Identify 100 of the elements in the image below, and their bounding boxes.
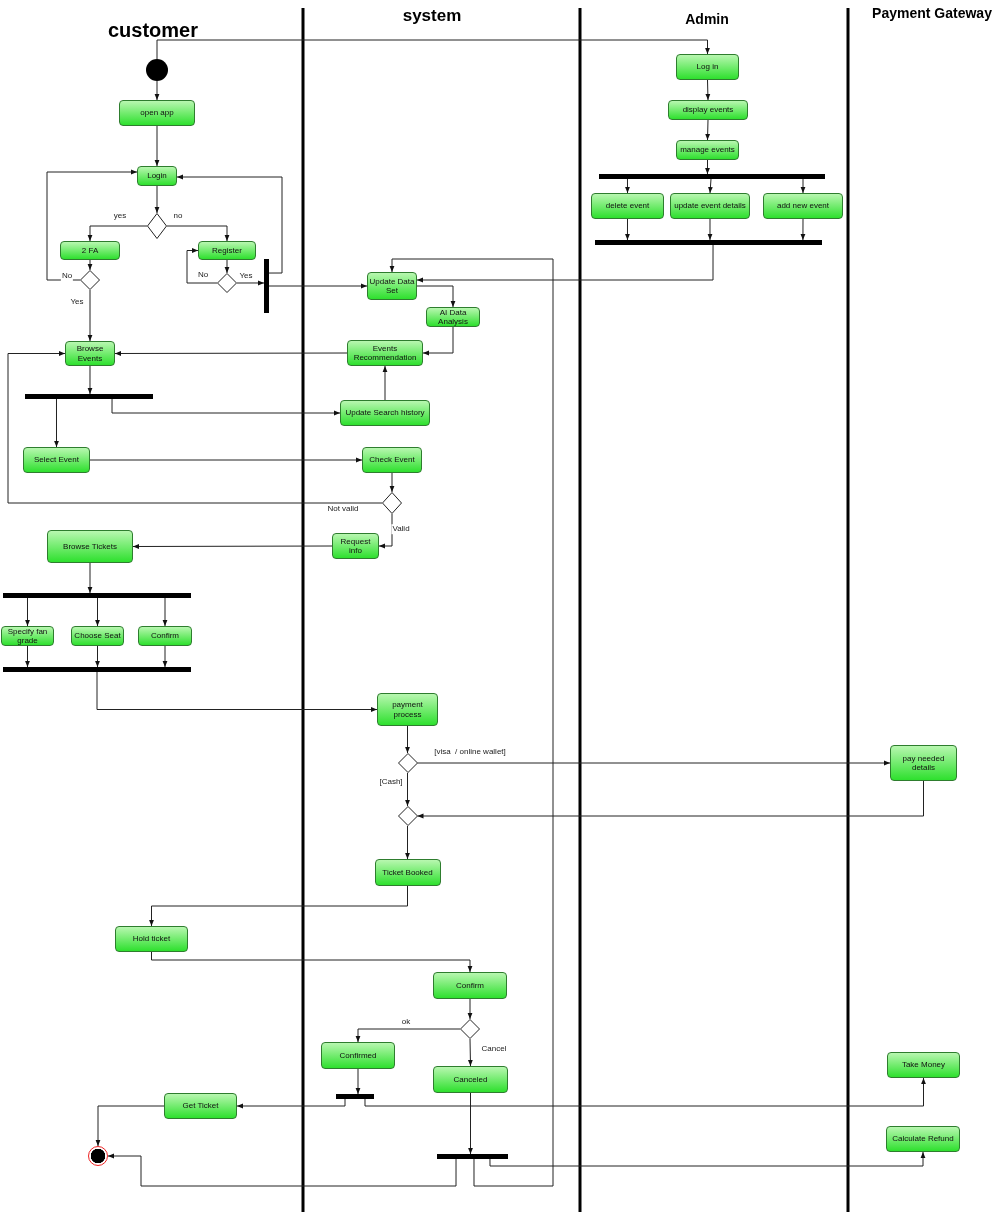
fork-bar: [599, 174, 825, 179]
arrow: [7, 351, 383, 504]
action-box: [433, 1066, 508, 1093]
fork-bar: [3, 593, 191, 598]
edge-label: yes: [112, 211, 128, 221]
action-box: [1, 626, 54, 646]
action-label: manage events: [680, 145, 735, 155]
action-box: [47, 530, 133, 563]
action-label: open app: [140, 108, 174, 118]
arrow: [800, 178, 806, 194]
fork-bar: [336, 1094, 374, 1099]
edge-label: Cancel: [480, 1044, 508, 1054]
action-label: Choose Seat: [74, 631, 121, 641]
arrow: [89, 457, 363, 463]
action-box: [670, 193, 750, 219]
arrow: [151, 951, 473, 973]
action-label: update event details: [674, 201, 746, 211]
arrow: [87, 289, 93, 342]
arrow: [417, 760, 891, 766]
action-box: [433, 972, 507, 999]
arrow: [468, 1038, 473, 1067]
action-label: Login: [147, 171, 167, 181]
action-label: Register: [212, 245, 242, 256]
fork-bar: [25, 394, 153, 399]
arrow: [378, 513, 393, 549]
edge-label: Yes: [69, 297, 85, 307]
action-box: [137, 166, 177, 186]
action-label: Hold ticket: [132, 934, 171, 944]
arrow: [405, 772, 410, 807]
edge-label: no: [172, 211, 184, 221]
action-label: Calculate Refund: [892, 1134, 954, 1144]
action-box: [887, 1052, 960, 1078]
arrow: [625, 218, 630, 241]
action-label: Request info: [339, 536, 372, 556]
action-box: [347, 340, 423, 366]
action-box: [362, 447, 422, 473]
arrow: [224, 259, 230, 274]
arrow: [154, 80, 160, 101]
arrow: [54, 398, 59, 448]
arrow: [162, 597, 168, 627]
swimlane-title: Admin: [685, 11, 729, 27]
end-node: [88, 1146, 108, 1166]
action-label: add new event: [776, 201, 829, 211]
fork-bar: [437, 1154, 508, 1159]
arrow: [405, 725, 410, 754]
arrow: [705, 119, 711, 141]
arrow: [156, 39, 710, 60]
action-label: Update Data Set: [369, 276, 415, 296]
action-box: [321, 1042, 395, 1069]
action-label: display events: [682, 105, 734, 115]
fork-bar: [3, 667, 191, 672]
arrow: [25, 645, 30, 668]
action-label: Confirm: [456, 980, 484, 991]
edge-label: [visa / online wallet]: [433, 747, 507, 757]
arrow: [149, 885, 408, 927]
action-box: [138, 626, 192, 646]
arrow: [46, 169, 138, 281]
action-label: Log in: [696, 62, 719, 72]
edge-label: No: [60, 271, 74, 281]
arrow: [166, 225, 230, 242]
edge-label: [Cash]: [378, 777, 404, 787]
arrow: [154, 185, 160, 214]
arrow: [87, 365, 93, 395]
edge-label: Not valid: [326, 504, 360, 514]
action-label: AI Data Analysis: [437, 307, 469, 327]
arrow: [405, 825, 410, 860]
arrow: [114, 351, 348, 356]
arrow: [417, 780, 924, 819]
action-label: Check Event: [369, 455, 415, 465]
arrow: [87, 259, 93, 271]
action-label: Canceled: [453, 1074, 488, 1085]
arrow: [355, 1068, 361, 1095]
arrow: [268, 283, 368, 289]
arrow: [800, 218, 806, 241]
arrow: [236, 280, 265, 286]
edge-label: No: [196, 270, 210, 280]
arrow: [467, 998, 473, 1020]
arrow: [705, 159, 710, 175]
action-label: Confirm: [151, 631, 179, 641]
arrow: [95, 597, 100, 627]
arrow: [176, 174, 283, 274]
edge-label: ok: [400, 1017, 412, 1027]
action-label: Specify fan grade: [6, 626, 49, 646]
fork-bar: [264, 259, 269, 313]
arrow: [422, 326, 454, 356]
arrow: [95, 1105, 165, 1147]
arrow: [416, 244, 714, 283]
arrow: [25, 597, 30, 627]
action-label: Update Search history: [345, 408, 425, 418]
arrow: [707, 218, 713, 241]
action-label: Browse Tickets: [63, 541, 117, 552]
swimlane-title: Payment Gateway: [872, 5, 992, 21]
arrow: [705, 79, 711, 101]
action-box: [198, 241, 256, 260]
swimlane-title: customer: [108, 19, 198, 42]
arrow: [389, 258, 554, 1187]
arrow: [389, 472, 395, 493]
action-box: [890, 745, 957, 781]
arrow: [95, 645, 100, 668]
action-label: Browse Events: [75, 344, 105, 363]
